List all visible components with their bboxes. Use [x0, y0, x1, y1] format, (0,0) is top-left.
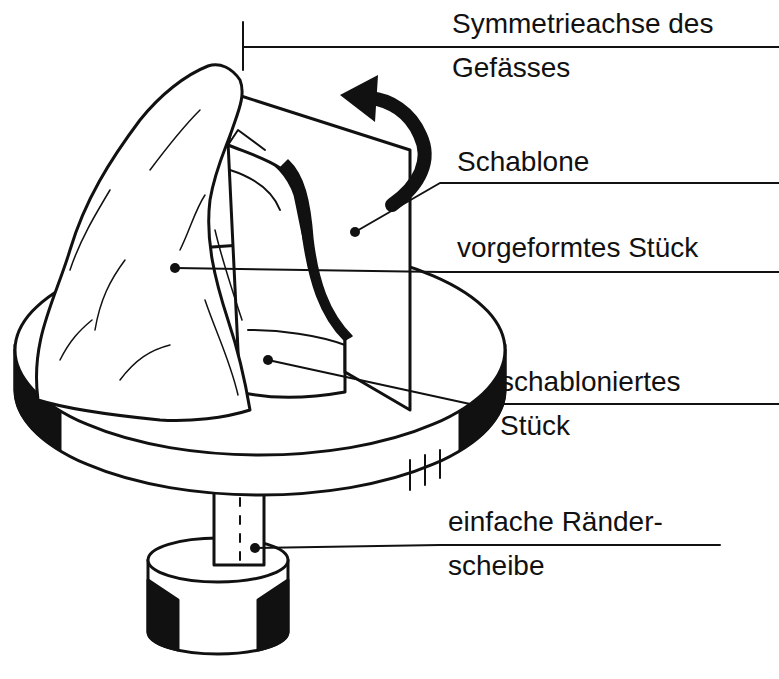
axis-label: Symmetrieachse des Gefässes	[452, 2, 772, 90]
template-plate	[228, 95, 410, 410]
rotation-arrow	[370, 98, 425, 205]
shaped-piece-label: schabloniertes Stück	[500, 360, 740, 448]
wheel-label: einfache Ränder- scheibe	[448, 500, 738, 588]
preformed-clay	[36, 65, 250, 421]
leader-lines	[175, 47, 779, 548]
template-label: Schablone	[457, 140, 757, 184]
preform-label: vorgeformtes Stück	[457, 226, 767, 270]
